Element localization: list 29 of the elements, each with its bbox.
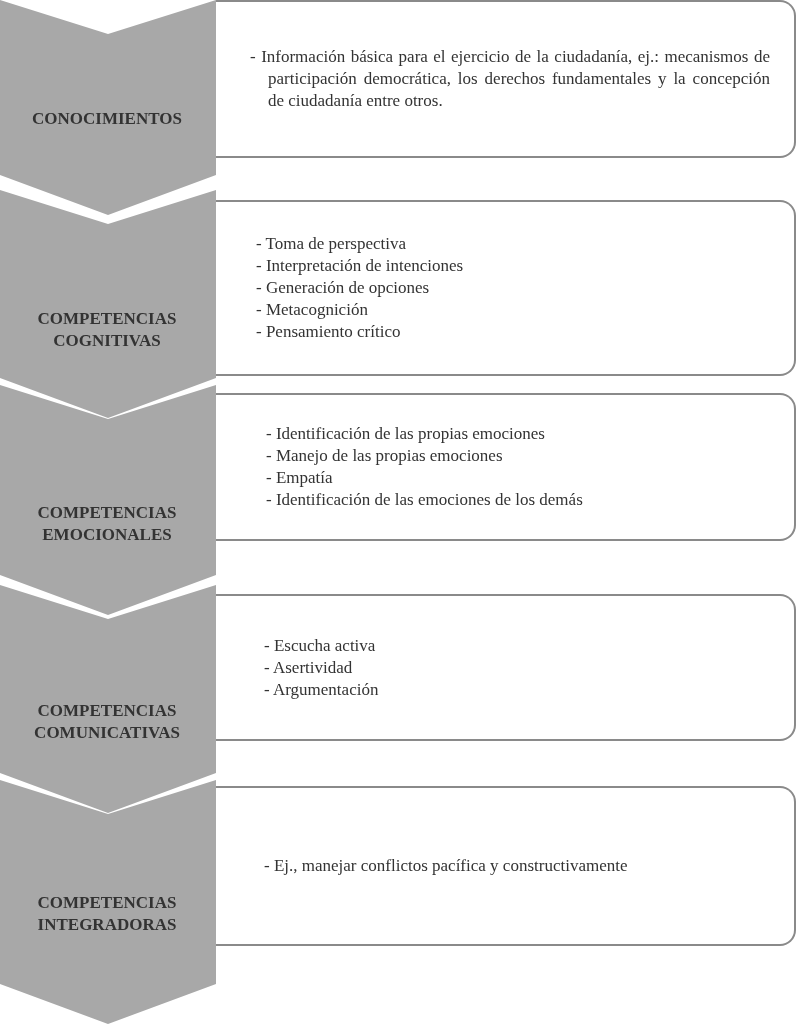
list-item: - Pensamiento crítico — [256, 321, 402, 343]
list-item: - Manejo de las propias emociones — [266, 445, 504, 467]
chevron-label: COMPETENCIAS COGNITIVAS — [36, 308, 178, 352]
description-text: - Información básica para el ejercicio de la ciudadanía, ej.: mecanismos de participación democrática, los derechos fundamentales y la concepción de ciudadanía entre otros. — [249, 46, 770, 112]
list-item: - Identificación de las propias emociones — [266, 423, 546, 445]
list-item: - Toma de perspectiva — [256, 233, 408, 255]
list-item: - Empatía — [266, 467, 334, 489]
chevron-label: COMPETENCIAS INTEGRADORAS — [36, 892, 178, 936]
list-box — [216, 393, 796, 541]
list-box — [216, 594, 796, 741]
description-text: - Ej., manejar conflictos pacífica y constructivamente — [264, 855, 629, 877]
chevron-shape — [0, 385, 216, 615]
chevron-shape — [0, 585, 216, 813]
list-item: - Asertividad — [264, 656, 354, 679]
list-item: - Generación de opciones — [256, 277, 431, 299]
list-box — [216, 200, 796, 376]
chevron-shape — [0, 0, 216, 215]
chevron-label: COMPETENCIAS COMUNICATIVAS — [33, 700, 181, 744]
list-item: - Metacognición — [256, 299, 369, 321]
list-box — [216, 786, 796, 946]
list-item: - Identificación de las emociones de los demás — [266, 489, 584, 511]
list-item: - Escucha activa — [264, 634, 377, 657]
list-box — [216, 0, 796, 158]
chevron-label: CONOCIMIENTOS — [31, 108, 183, 130]
chevron-shape — [0, 780, 216, 1024]
list-item: - Interpretación de intenciones — [256, 255, 465, 277]
chevron-shape — [0, 190, 216, 418]
list-item: - Argumentación — [264, 678, 380, 701]
chevron-label: COMPETENCIAS EMOCIONALES — [36, 502, 178, 546]
